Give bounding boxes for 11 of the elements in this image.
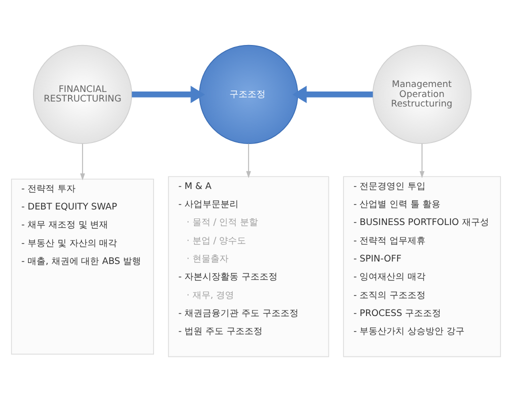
arrow bbox=[292, 86, 373, 104]
node-circle: FINANCIAL RESTRUCTURING bbox=[32, 44, 132, 144]
arrow bbox=[420, 143, 424, 178]
node-box: - M & A - 사업부문분리 · 물적 / 인적 분할 · 분업 / 양수도 · 현물출자 - 자본시장활동 구조조정 · 재무, 경영 - 채권금융기관 주도 구조조정 - 법원 주도 구조조정 bbox=[168, 176, 330, 358]
arrow bbox=[132, 86, 205, 104]
node-circle: 구조조정 bbox=[199, 44, 298, 144]
node-circle: Management Operation Restructuring bbox=[372, 44, 472, 144]
arrow bbox=[246, 143, 251, 178]
node-box: - 전략적 투자 - DEBT EQUITY SWAP - 채무 재조정 및 변재 - 부동산 및 자산의 매각 - 매출, 채권에 대한 ABS 발행 bbox=[11, 178, 154, 355]
node-box: - 전문경영인 투입 - 산업별 인력 툴 활용 - BUSINESS PORTFOLIO 재구성 - 전략적 업무제휴 - SPIN-OFF - 잉여재산의 매각 - 조직의 구조조정 - PROCESS 구조조정 - 부동산가치 상승방안 강구 bbox=[343, 176, 501, 358]
arrow bbox=[80, 143, 85, 180]
